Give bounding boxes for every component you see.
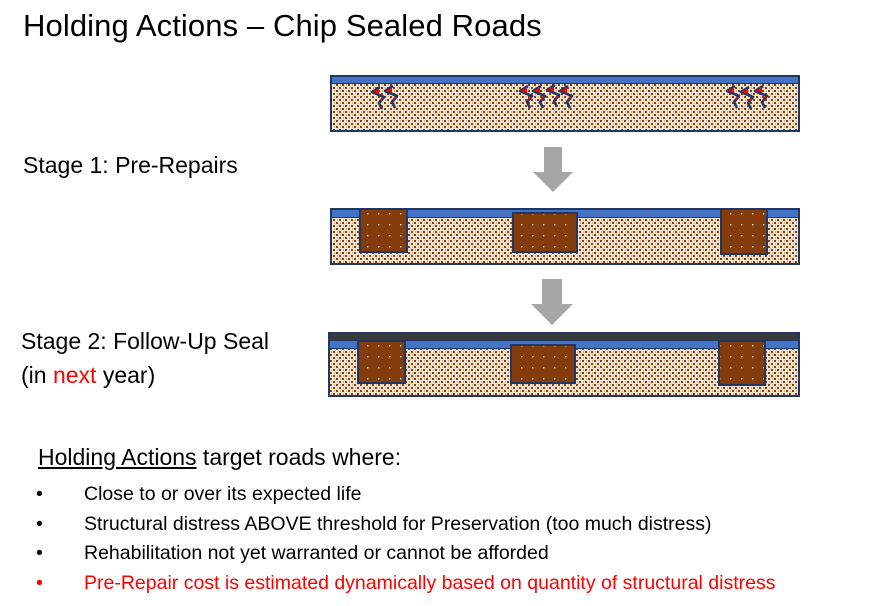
stage-2-label-line2: (in next year) [21, 358, 269, 392]
criteria-item: • Close to or over its expected life [36, 480, 775, 510]
holding-actions-term: Holding Actions [38, 444, 197, 470]
chip-seal-layer [331, 76, 799, 83]
new-seal-layer [329, 333, 799, 340]
patch [720, 208, 768, 255]
down-arrow-icon [531, 279, 573, 325]
criteria-text: Pre-Repair cost is estimated dynamically… [84, 571, 776, 594]
bullet-icon: • [36, 571, 43, 594]
criteria-item: • Structural distress ABOVE threshold for… [36, 510, 775, 540]
down-arrow-icon [533, 147, 573, 192]
stage-2-label-line1: Stage 2: Follow-Up Seal [21, 328, 270, 354]
patch [359, 208, 408, 253]
criteria-text: Rehabilitation not yet warranted or cann… [84, 542, 549, 564]
base-layer [331, 76, 799, 131]
bullet-icon: • [36, 483, 43, 505]
stage-2-label-post: year) [96, 362, 156, 388]
patch [510, 344, 576, 384]
cross-section-outline [330, 75, 800, 132]
patch [357, 340, 406, 384]
patch [718, 340, 766, 386]
cross-section-outline [330, 208, 800, 265]
stage-1-label: Stage 1: Pre-Repairs [23, 152, 238, 178]
stage-2-label: Stage 2: Follow-Up Seal (in next year) [21, 324, 269, 392]
patch [512, 212, 578, 253]
cross-section-initial [330, 75, 800, 132]
criteria-item: • Rehabilitation not yet warranted or can… [36, 539, 775, 569]
criteria-list: • Close to or over its expected life • Str… [36, 480, 775, 598]
stage-2-label-pre: (in [21, 362, 53, 388]
bullet-icon: • [36, 542, 43, 564]
bullet-icon: • [36, 512, 43, 535]
cross-section-outline [328, 332, 800, 397]
next-year-highlight: next [52, 362, 97, 388]
cross-section-pre-repairs [330, 208, 800, 265]
slide-title: Holding Actions – Chip Sealed Roads [23, 8, 542, 43]
criteria-text: Structural distress ABOVE threshold for … [84, 512, 712, 535]
criteria-text: Close to or over its expected life [84, 483, 362, 505]
criteria-item-highlighted: • Pre-Repair cost is estimated dynamicall… [36, 569, 775, 599]
summary-heading: Holding Actions target roads where: [38, 444, 401, 471]
summary-heading-rest: target roads where: [196, 444, 402, 470]
cross-section-follow-up-seal [328, 332, 800, 397]
